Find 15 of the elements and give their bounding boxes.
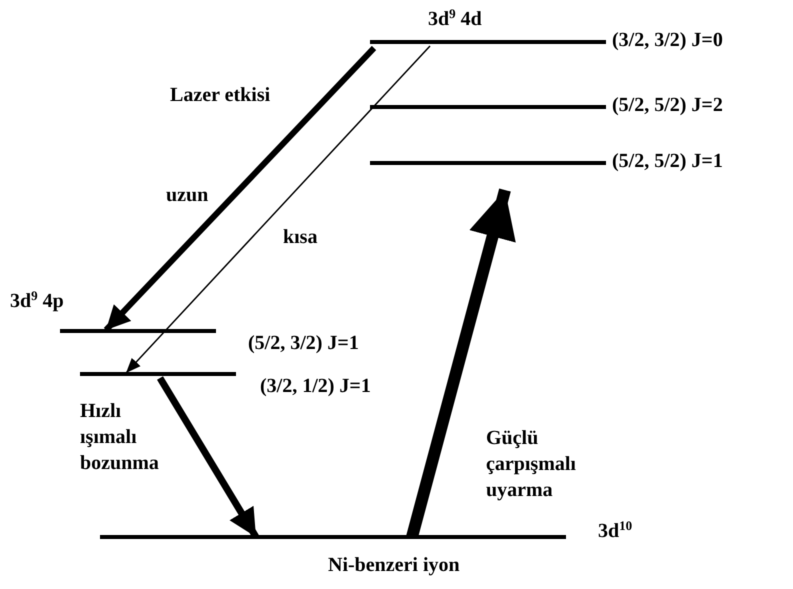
edge-label: uzun — [166, 183, 208, 208]
level-label: (3/2, 3/2) J=0 — [612, 28, 723, 52]
label: Ni-benzeri iyon — [328, 553, 460, 578]
arrow — [125, 45, 431, 374]
level-label: (5/2, 5/2) J=2 — [612, 93, 723, 117]
edge-label: Hızlı ışımalı bozunma — [80, 399, 160, 476]
label: Lazer etkisi — [170, 83, 270, 108]
level-label: (3/2, 1/2) J=1 — [260, 374, 371, 398]
edge-label: kısa — [283, 225, 318, 250]
label: 3d$^{9}$ 4p — [10, 288, 64, 314]
label: 3d$^{9}$ 4d — [428, 6, 482, 32]
level-label: 3d$^{10}$ — [598, 519, 632, 543]
level-label: (5/2, 3/2) J=1 — [248, 331, 359, 355]
level-label: (5/2, 5/2) J=1 — [612, 149, 723, 173]
edge-label: Güçlü çarpışmalı uyarma — [486, 426, 577, 503]
